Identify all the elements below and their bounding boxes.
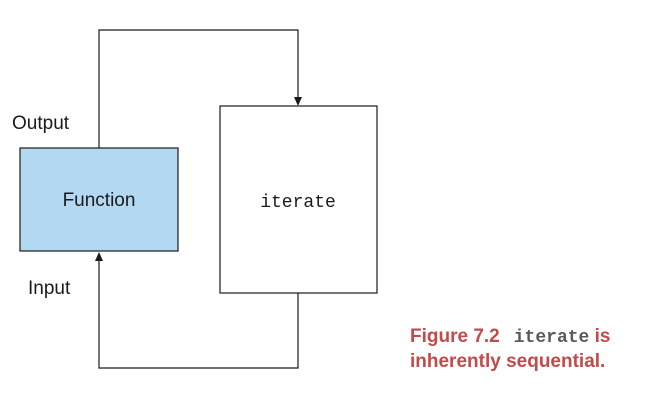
output-label: Output <box>12 113 70 134</box>
function-box <box>19 147 179 252</box>
output-arrowhead <box>294 97 302 106</box>
iterate-box <box>219 105 378 294</box>
iterate-box-label: iterate <box>260 193 336 213</box>
figure-number: Figure 7.2 <box>410 326 500 347</box>
caption-code-term: iterate <box>513 328 590 348</box>
function-box-label: Function <box>63 190 136 211</box>
caption-second-line: inherently sequential. <box>410 351 606 372</box>
figure-caption: Figure 7.2 iterate is inherently sequenti… <box>410 325 654 374</box>
output-connector-line <box>98 29 299 148</box>
caption-text-after-code: is <box>589 326 611 347</box>
input-connector-line <box>98 260 299 369</box>
input-label: Input <box>28 278 71 299</box>
input-arrowhead <box>95 252 103 261</box>
